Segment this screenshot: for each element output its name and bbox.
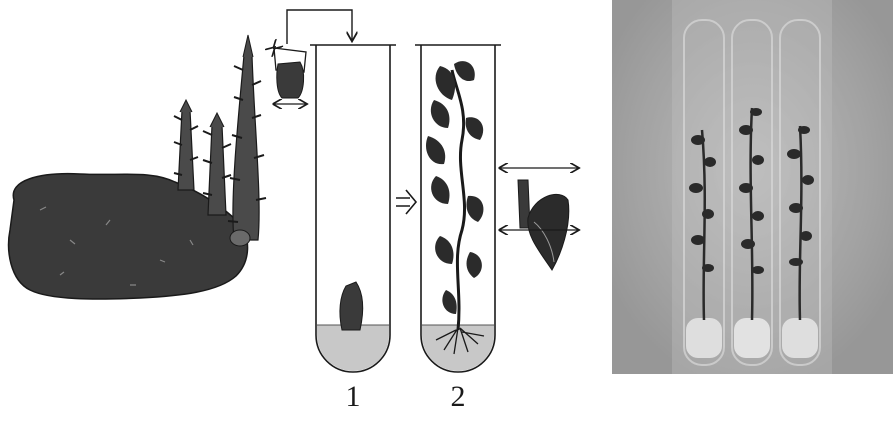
- plantlet-photo-drawing: [612, 0, 893, 374]
- transfer-arrow: [287, 10, 352, 44]
- stem-cutting: [274, 48, 306, 104]
- process-arrow: [396, 190, 416, 214]
- plantlet-in-tube-2: [426, 61, 484, 354]
- tube-label-2: 2: [443, 382, 473, 412]
- node-cutting: [500, 168, 578, 270]
- plantlet-photo: [612, 0, 893, 374]
- sprout-tall: [228, 35, 266, 246]
- tube-label-1: 1: [338, 382, 368, 412]
- sprout-small: [174, 100, 198, 190]
- explant-in-tube-1: [340, 282, 363, 330]
